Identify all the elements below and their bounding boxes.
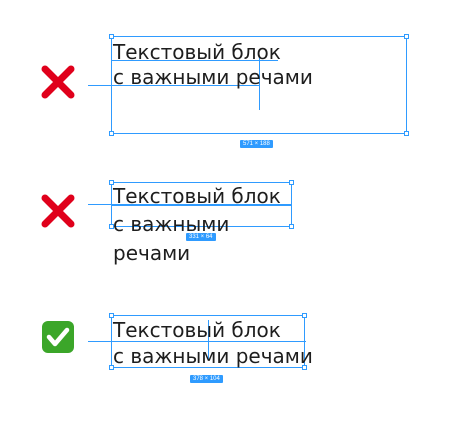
resize-handle-tl[interactable]	[109, 180, 114, 185]
size-badge: 331 × 64	[186, 233, 216, 241]
resize-handle-bl[interactable]	[109, 224, 114, 229]
resize-handle-tl[interactable]	[109, 34, 114, 39]
text-line-2: с важными речами	[113, 344, 313, 368]
resize-handle-tr[interactable]	[289, 180, 294, 185]
resize-handle-bl[interactable]	[109, 365, 114, 370]
text-box-frame[interactable]	[111, 36, 407, 134]
text-line-2: с важными речами	[113, 65, 313, 89]
check-mark-button-icon	[42, 321, 74, 353]
resize-handle-tr[interactable]	[302, 313, 307, 318]
center-guide-horizontal	[88, 204, 292, 205]
center-guide-vertical	[259, 56, 260, 110]
baseline-guide	[112, 60, 278, 61]
text-line-1: Текстовый блок	[113, 318, 281, 342]
resize-handle-tr[interactable]	[404, 34, 409, 39]
center-guide-vertical	[208, 320, 209, 360]
resize-handle-tl[interactable]	[109, 313, 114, 318]
size-badge: 378 × 104	[190, 375, 223, 383]
cross-mark-icon	[41, 194, 75, 228]
resize-handle-bl[interactable]	[109, 131, 114, 136]
size-badge: 571 × 188	[240, 140, 273, 148]
text-line-1: Текстовый блок	[113, 40, 281, 64]
text-line-2: с важными	[113, 212, 230, 236]
baseline-guide	[112, 205, 292, 206]
center-guide-horizontal	[88, 85, 260, 86]
text-box-frame[interactable]	[111, 315, 305, 368]
text-line-3: речами	[113, 241, 191, 265]
text-line-1: Текстовый блок	[113, 184, 281, 208]
resize-handle-br[interactable]	[289, 224, 294, 229]
text-box-frame[interactable]	[111, 182, 292, 227]
cross-mark-icon	[41, 65, 75, 99]
center-guide-horizontal	[88, 341, 306, 342]
resize-handle-br[interactable]	[404, 131, 409, 136]
resize-handle-br[interactable]	[302, 365, 307, 370]
